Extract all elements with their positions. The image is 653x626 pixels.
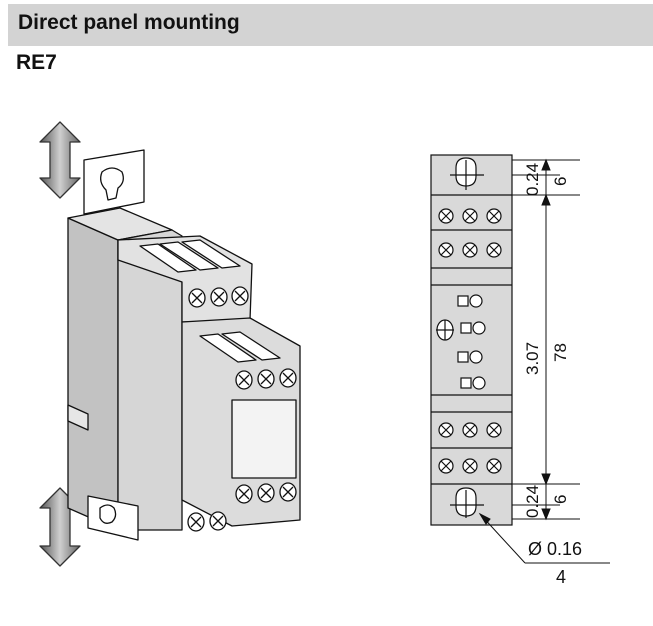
header-bar <box>8 4 653 46</box>
mounting-hole-icon <box>450 157 484 190</box>
dim-bottom-offset-mm: 6 <box>551 495 570 504</box>
rail-notch <box>67 404 89 431</box>
relay-left-side <box>67 217 119 531</box>
bottom-mounting-tab <box>87 495 139 541</box>
up-down-arrow-icon <box>39 121 81 199</box>
dim-hole-diameter-mm: 4 <box>556 567 566 587</box>
dim-top-offset-in: 0.24 <box>523 163 542 196</box>
potentiometer-knob-icon <box>436 319 454 341</box>
dim-top-offset-mm: 6 <box>551 177 570 186</box>
dim-hole-diameter-in: Ø 0.16 <box>528 539 582 559</box>
front-label-window <box>231 399 297 479</box>
dim-bottom-offset-in: 0.24 <box>523 485 542 518</box>
relay-front-view <box>430 154 513 526</box>
dim-height-mm: 78 <box>551 343 570 362</box>
mounting-hole-icon <box>450 487 484 518</box>
relay-isometric-view <box>39 121 301 567</box>
dim-height-in: 3.07 <box>523 342 542 375</box>
page-title: Direct panel mounting <box>18 11 240 34</box>
model-label: RE7 <box>16 51 57 74</box>
indicator-leds <box>457 294 486 390</box>
dimension-lines <box>478 158 610 564</box>
top-mounting-tab <box>83 149 145 215</box>
